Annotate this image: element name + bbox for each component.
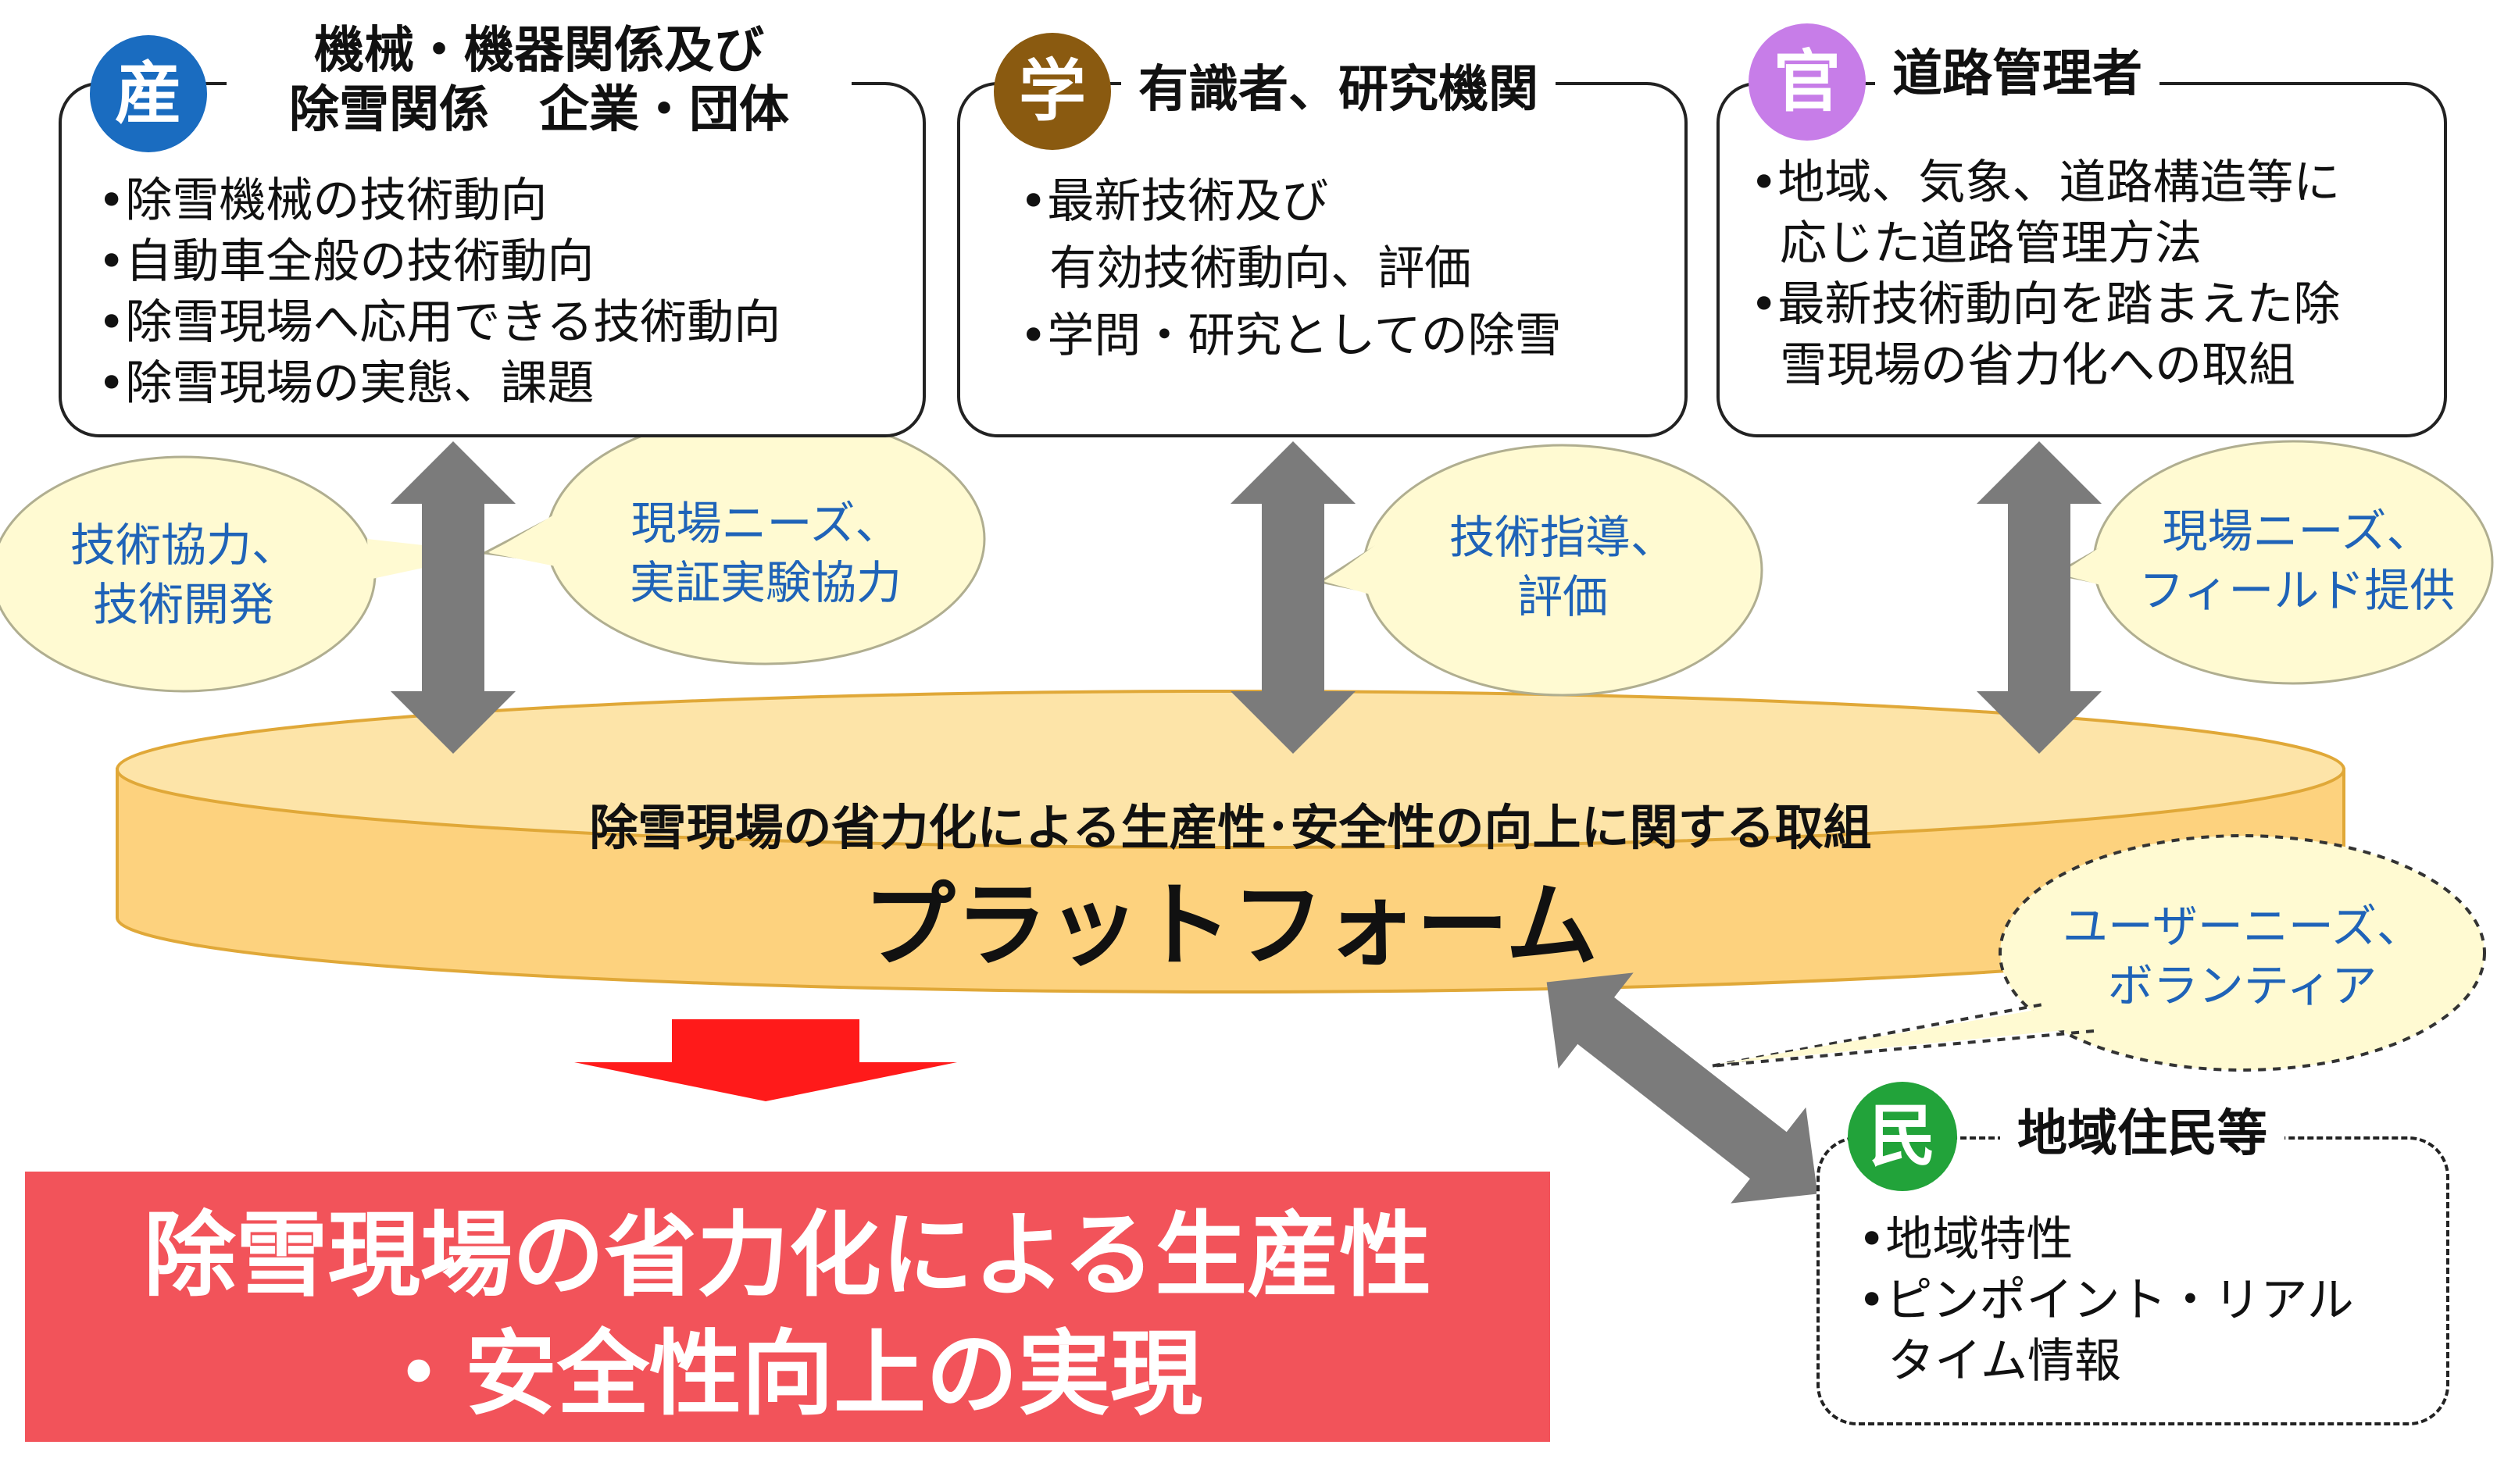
- industry-items: •除雪機械の技術動向 •自動車全般の技術動向 •除雪現場へ応用できる技術動向 •…: [98, 170, 781, 414]
- academia-items: •最新技術及び 有効技術動向、評価 •学問・研究としての除雪: [1020, 168, 1562, 369]
- government-box: [1716, 82, 2447, 437]
- academia-badge: 学: [994, 33, 1111, 150]
- list-item: •最新技術及び: [1020, 174, 1329, 229]
- arrow-result-down: [574, 1019, 957, 1101]
- industry-heading: 機械・機器関係及び 除雪関係 企業・団体: [227, 22, 852, 141]
- list-item: •地域、気象、道路構造等に: [1750, 155, 2341, 210]
- bubble-line: ユーザーニーズ、: [2063, 900, 2422, 953]
- arrow-government-platform: [1977, 441, 2102, 754]
- arrow-residents-platform: [1546, 972, 1818, 1204]
- industry-heading-line1: 機械・機器関係及び: [314, 22, 764, 80]
- bubble-line: 現場ニーズ、: [631, 497, 901, 550]
- list-item: 有効技術動向、評価: [1020, 241, 1472, 296]
- bubble-line: フィールド提供: [2138, 564, 2456, 617]
- academia-heading-text: 有識者、研究機関: [1138, 61, 1538, 119]
- list-item: 応じた道路管理方法: [1750, 216, 2202, 271]
- bubble-government-text: 現場ニーズ、 フィールド提供: [2102, 501, 2492, 620]
- list-item: タイム情報: [1858, 1334, 2121, 1389]
- result-box: 除雪現場の省力化による生産性 ・安全性向上の実現: [25, 1172, 1550, 1442]
- arrow-industry-platform: [391, 441, 516, 754]
- residents-heading: 地域住民等: [2000, 1105, 2284, 1165]
- residents-badge-label: 民: [1869, 1097, 1936, 1175]
- list-item: •学問・研究としての除雪: [1020, 309, 1562, 363]
- industry-heading-line2: 除雪関係 企業・団体: [289, 80, 789, 139]
- government-heading: 道路管理者: [1875, 45, 2159, 105]
- list-item: •最新技術動向を踏まえた除: [1750, 277, 2341, 332]
- list-item: •地域特性: [1858, 1212, 2074, 1267]
- list-item: 雪現場の省力化への取組: [1750, 338, 2296, 393]
- bubble-residents: [1710, 834, 2486, 1072]
- government-heading-text: 道路管理者: [1892, 45, 2142, 103]
- list-item: •除雪現場へ応用できる技術動向: [98, 295, 781, 350]
- bubble-line: ボランティア: [2107, 959, 2377, 1012]
- government-badge-label: 官: [1774, 43, 1841, 121]
- list-item: •除雪現場の実態、課題: [98, 356, 595, 411]
- bubble-line: 技術協力、: [70, 519, 297, 572]
- industry-badge-label: 産: [115, 55, 182, 133]
- industry-badge: 産: [90, 35, 207, 152]
- bubble-line: 技術開発: [92, 578, 274, 631]
- bubble-line: 現場ニーズ、: [2162, 505, 2432, 558]
- bubble-line: 実証実験協力: [629, 556, 902, 609]
- residents-badge: 民: [1848, 1082, 1957, 1191]
- bubble-academia-text: 技術指導、 評価: [1383, 508, 1742, 626]
- bubble-line: 技術指導、: [1449, 511, 1676, 564]
- academia-heading: 有識者、研究機関: [1121, 61, 1556, 120]
- arrow-academia-platform: [1231, 441, 1356, 754]
- government-items: •地域、気象、道路構造等に 応じた道路管理方法 •最新技術動向を踏まえた除 雪現…: [1750, 152, 2340, 396]
- government-badge: 官: [1749, 23, 1866, 141]
- residents-items: •地域特性 •ピンポイント・リアル タイム情報: [1858, 1209, 2354, 1392]
- bubble-industry-left: [0, 455, 492, 693]
- bubble-line: 評価: [1516, 570, 1608, 623]
- list-item: •ピンポイント・リアル: [1858, 1273, 2354, 1328]
- list-item: •自動車全般の技術動向: [98, 234, 595, 289]
- list-item: •除雪機械の技術動向: [98, 173, 548, 228]
- bubble-industry-left-text: 技術協力、 技術開発: [16, 515, 352, 634]
- platform-subtitle: 除雪現場の省力化による生産性･安全性の向上に関する取組: [589, 799, 1872, 856]
- platform-title: プラットフォーム: [863, 872, 1599, 979]
- result-line2: ・安全性向上の実現: [372, 1320, 1202, 1428]
- result-line1: 除雪現場の省力化による生産性: [143, 1201, 1432, 1309]
- residents-heading-text: 地域住民等: [2017, 1105, 2267, 1163]
- bubble-government: [2051, 440, 2494, 685]
- bubble-industry-right-text: 現場ニーズ、 実証実験協力: [574, 494, 957, 612]
- bubble-residents-text: ユーザーニーズ、 ボランティア: [2016, 897, 2469, 1015]
- bubble-academia: [1317, 444, 1763, 697]
- academia-badge-label: 学: [1019, 52, 1086, 130]
